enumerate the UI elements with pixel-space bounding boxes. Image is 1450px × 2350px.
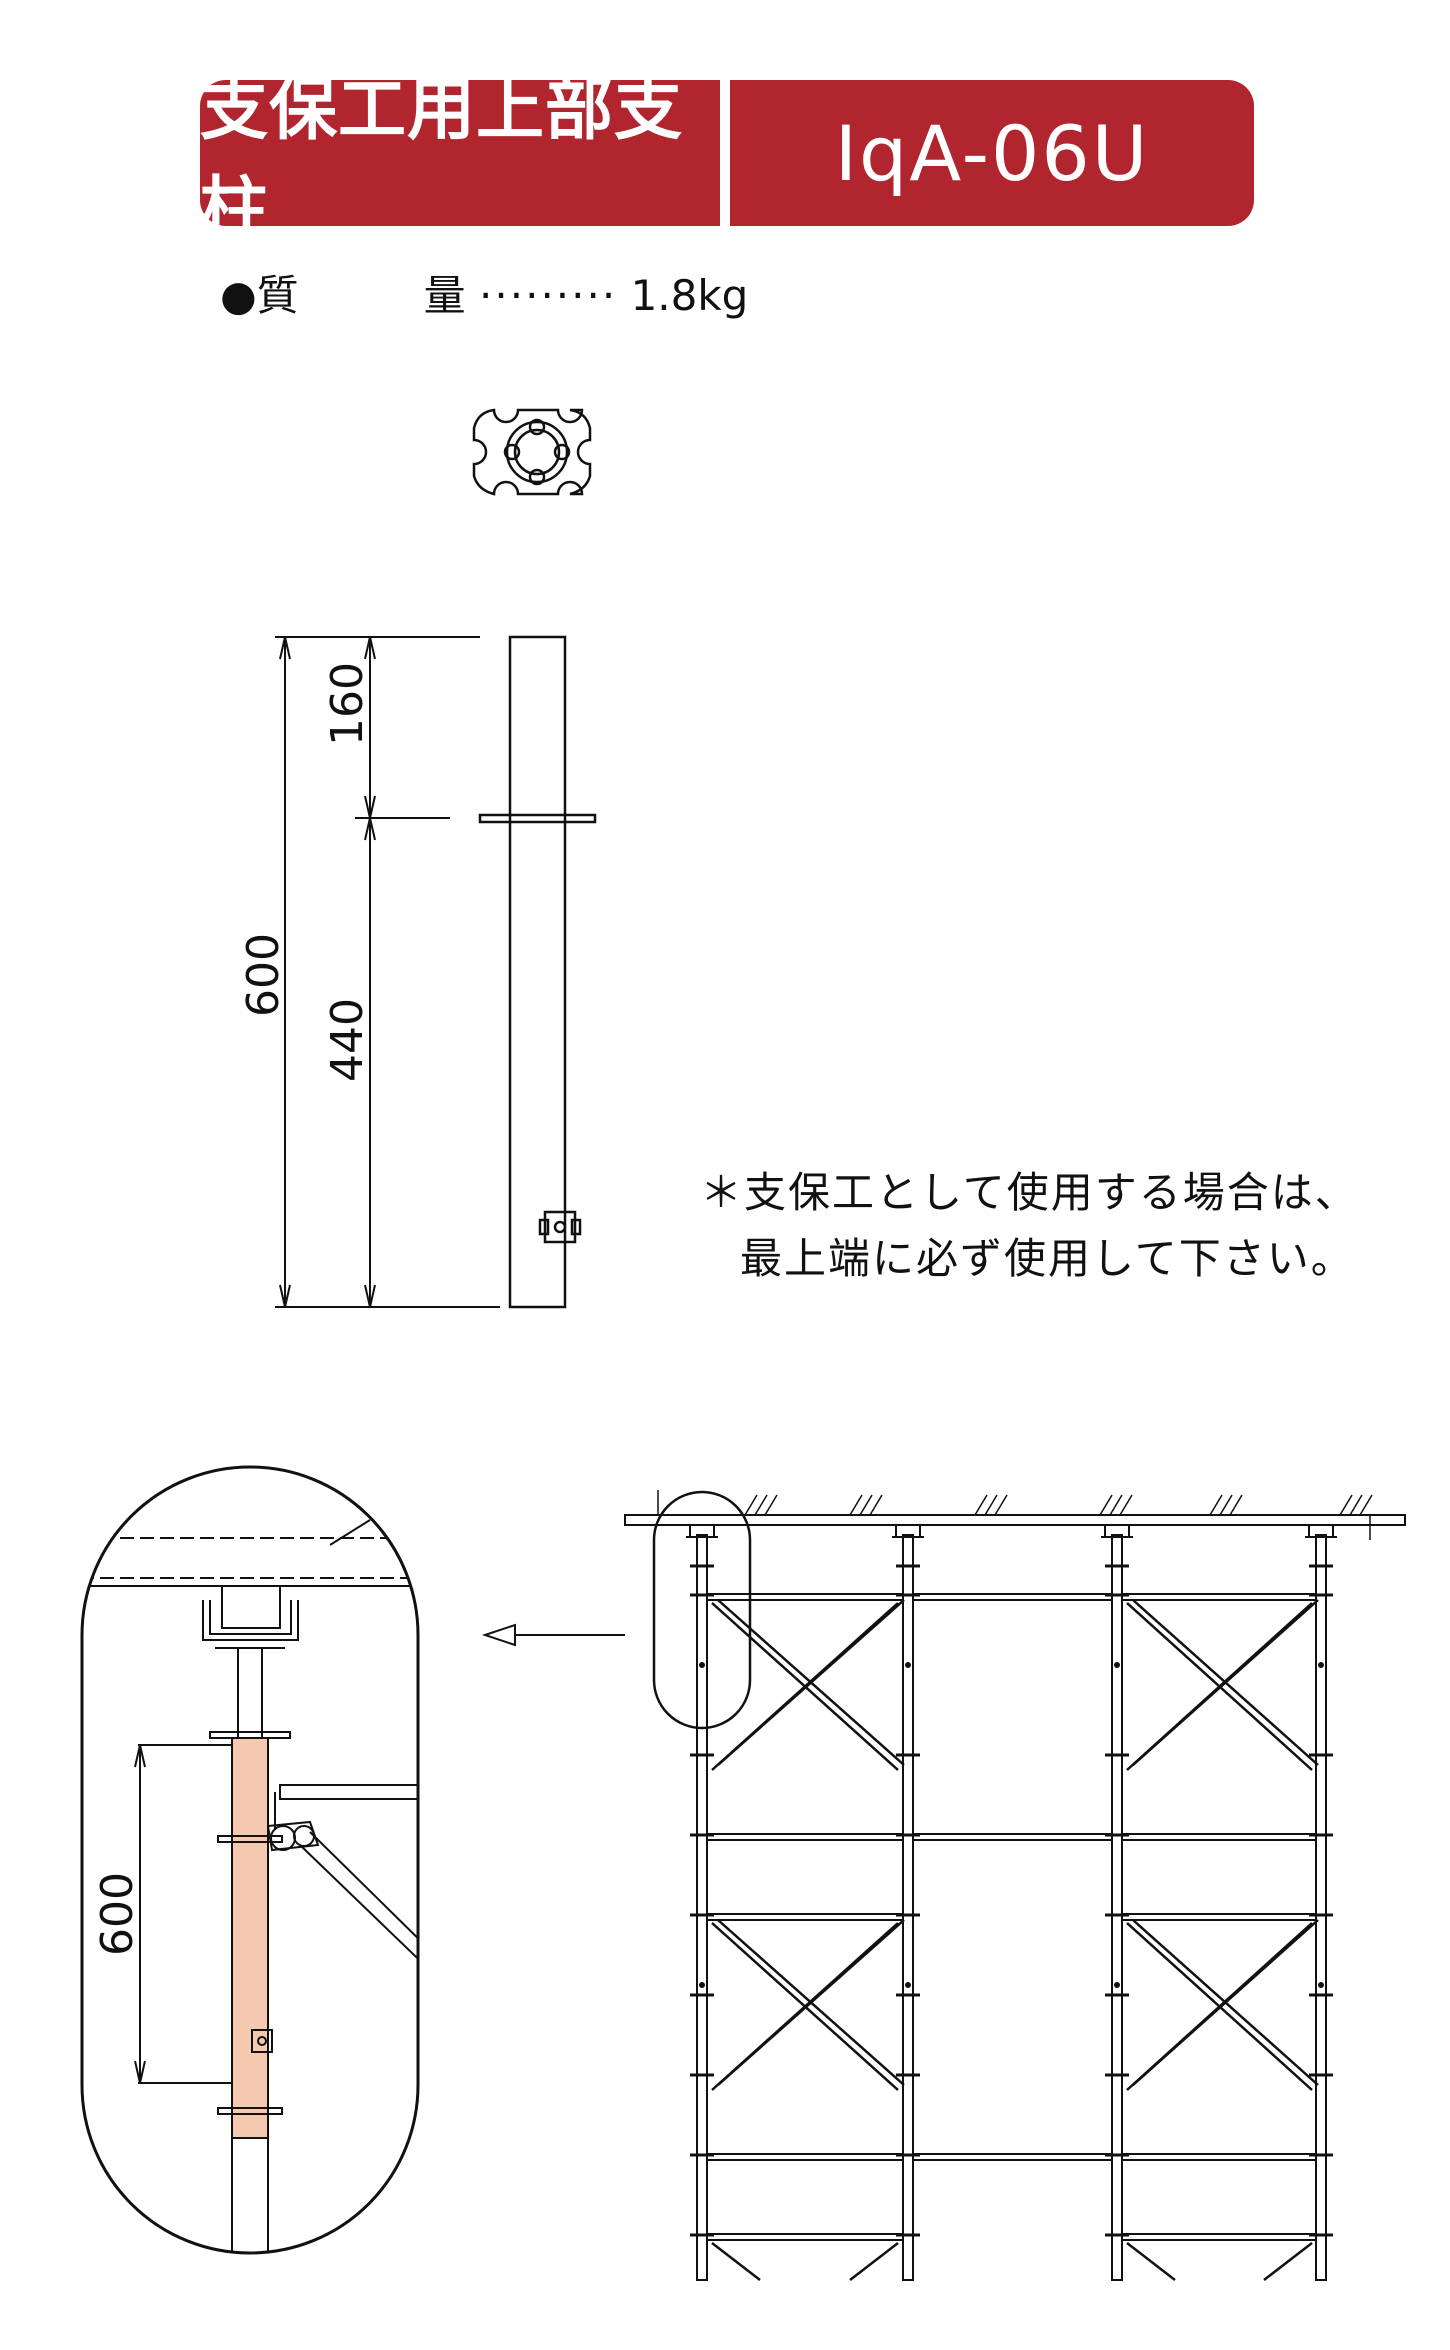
banner-divider	[720, 80, 730, 226]
weight-label-left: 質	[256, 271, 299, 320]
weight-value: 1.8kg	[630, 271, 749, 320]
dim-lower-440: 440	[322, 998, 373, 1082]
dim-top-160: 160	[322, 662, 373, 746]
usage-note: ＊支保工として使用する場合は、 最上端に必ず使用して下さい。	[700, 1160, 1359, 1292]
title-banner: 支保工用上部支柱 IqA-06U	[200, 71, 1254, 249]
scaffold-ledgers	[706, 1593, 1317, 2241]
model-number: IqA-06U	[730, 80, 1254, 226]
scaffold-rosettes	[690, 1564, 1333, 2237]
weight-leader: ·········	[479, 271, 618, 320]
dim-detail-600: 600	[92, 1872, 143, 1956]
post-side-view	[478, 635, 597, 1309]
detail-capsule: 600	[80, 1465, 420, 2255]
scaffold-posts	[686, 1524, 1337, 2281]
scaffold-clamps	[699, 1662, 1324, 1988]
scaffold-elevation	[624, 1490, 1406, 2281]
dimension-lines	[275, 636, 500, 1308]
weight-label-right: 量	[423, 271, 466, 320]
usage-note-line-2: 最上端に必ず使用して下さい。	[740, 1234, 1355, 1283]
top-view-section	[472, 408, 592, 496]
detail-arrow	[481, 1623, 625, 1647]
dim-overall-600: 600	[238, 933, 289, 1017]
product-title: 支保工用上部支柱	[200, 71, 720, 249]
bullet-icon: ●	[220, 271, 257, 320]
weight-spec: ●質 量 ········· 1.8kg	[220, 262, 748, 323]
usage-note-line-1: ＊支保工として使用する場合は、	[700, 1168, 1359, 1217]
scaffold-cross-braces	[711, 1599, 1319, 2281]
